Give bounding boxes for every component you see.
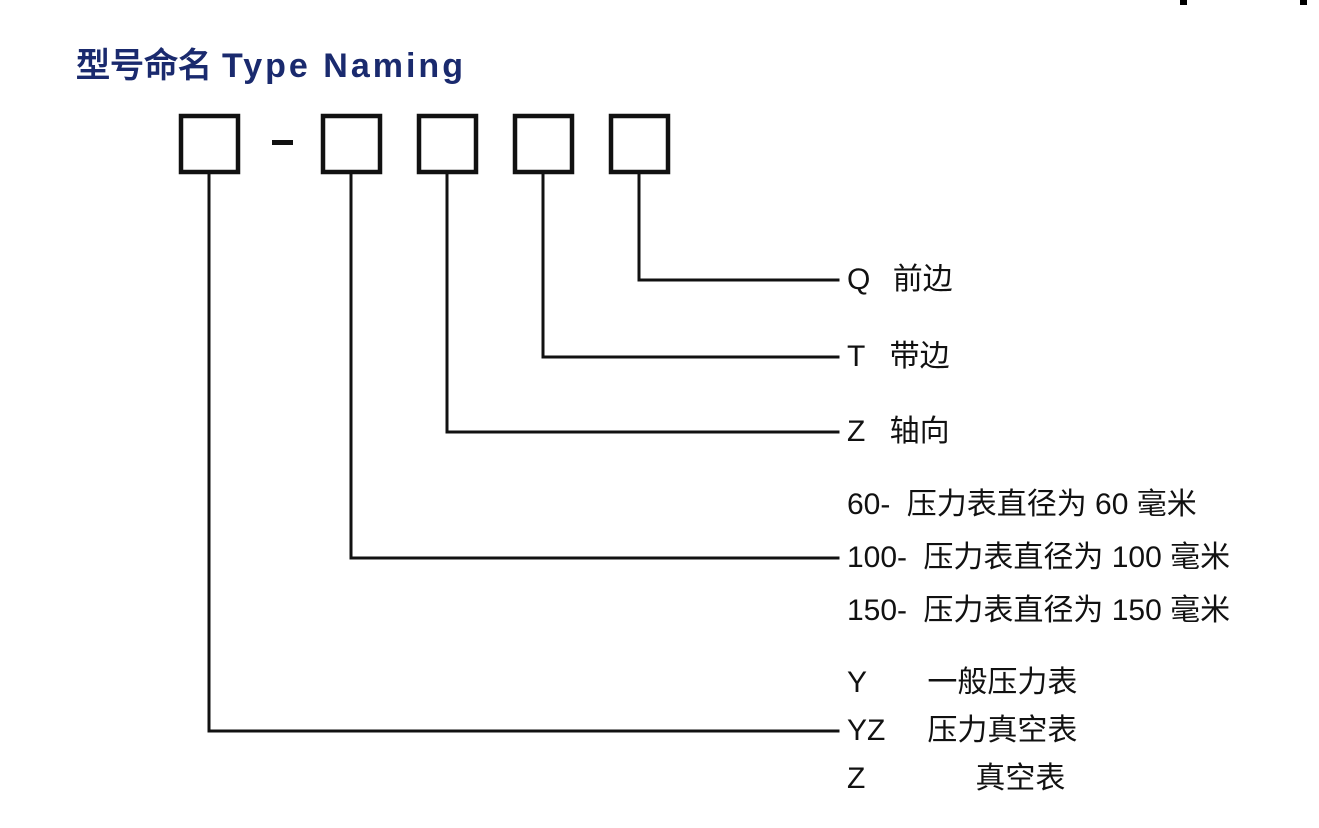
legend-item-q: Q 前边 xyxy=(847,265,953,295)
legend-item-t: T 带边 xyxy=(847,342,950,372)
legend-code-d150: 150- xyxy=(847,594,908,627)
leader-line-yz xyxy=(207,170,840,733)
page-title: 型号命名 Type Naming xyxy=(76,38,466,87)
legend-item-d100: 100- 压力表直径为 100 毫米 xyxy=(847,543,1230,573)
legend-code-zz: Z xyxy=(847,762,866,795)
legend-code-yz: YZ xyxy=(847,714,886,747)
legend-desc-yz: 压力真空表 xyxy=(927,714,1078,747)
code-box-4 xyxy=(512,113,575,175)
code-box-2 xyxy=(320,113,383,175)
leader-line-d100 xyxy=(349,170,840,560)
leader-line-t xyxy=(541,170,840,359)
legend-desc-d100: 压力表直径为 100 毫米 xyxy=(923,541,1231,574)
code-box-5 xyxy=(608,113,671,175)
legend-item-d60: 60- 压力表直径为 60 毫米 xyxy=(847,490,1197,520)
legend-code-q: Q xyxy=(847,263,871,296)
code-box-1 xyxy=(178,113,241,175)
legend-item-y: Y 一般压力表 xyxy=(847,668,1077,698)
leader-line-z xyxy=(445,170,840,434)
legend-item-yz: YZ 压力真空表 xyxy=(847,716,1077,746)
leader-line-q xyxy=(637,170,840,282)
legend-item-d150: 150- 压力表直径为 150 毫米 xyxy=(847,596,1230,626)
crop-artifact-mark-left xyxy=(1180,0,1187,5)
legend-desc-q: 前边 xyxy=(892,263,953,296)
legend-item-zz: Z 真空表 xyxy=(847,764,1065,794)
legend-desc-t: 带边 xyxy=(889,340,950,373)
page-title-en: Type Naming xyxy=(222,47,466,85)
legend-item-z: Z 轴向 xyxy=(847,417,950,447)
legend-desc-d60: 压力表直径为 60 毫米 xyxy=(906,488,1197,521)
legend-code-d60: 60- xyxy=(847,488,891,521)
legend-desc-d150: 压力表直径为 150 毫米 xyxy=(923,594,1231,627)
legend-code-d100: 100- xyxy=(847,541,908,574)
code-box-3 xyxy=(416,113,479,175)
legend-code-y: Y xyxy=(847,666,868,699)
legend-desc-z: 轴向 xyxy=(889,415,950,448)
legend-code-z: Z xyxy=(847,415,866,448)
legend-desc-y: 一般压力表 xyxy=(927,666,1078,699)
page-title-cn: 型号命名 xyxy=(76,47,212,85)
legend-desc-zz: 真空表 xyxy=(975,762,1066,795)
legend-code-t: T xyxy=(847,340,866,373)
crop-artifact-mark-right xyxy=(1300,0,1307,5)
